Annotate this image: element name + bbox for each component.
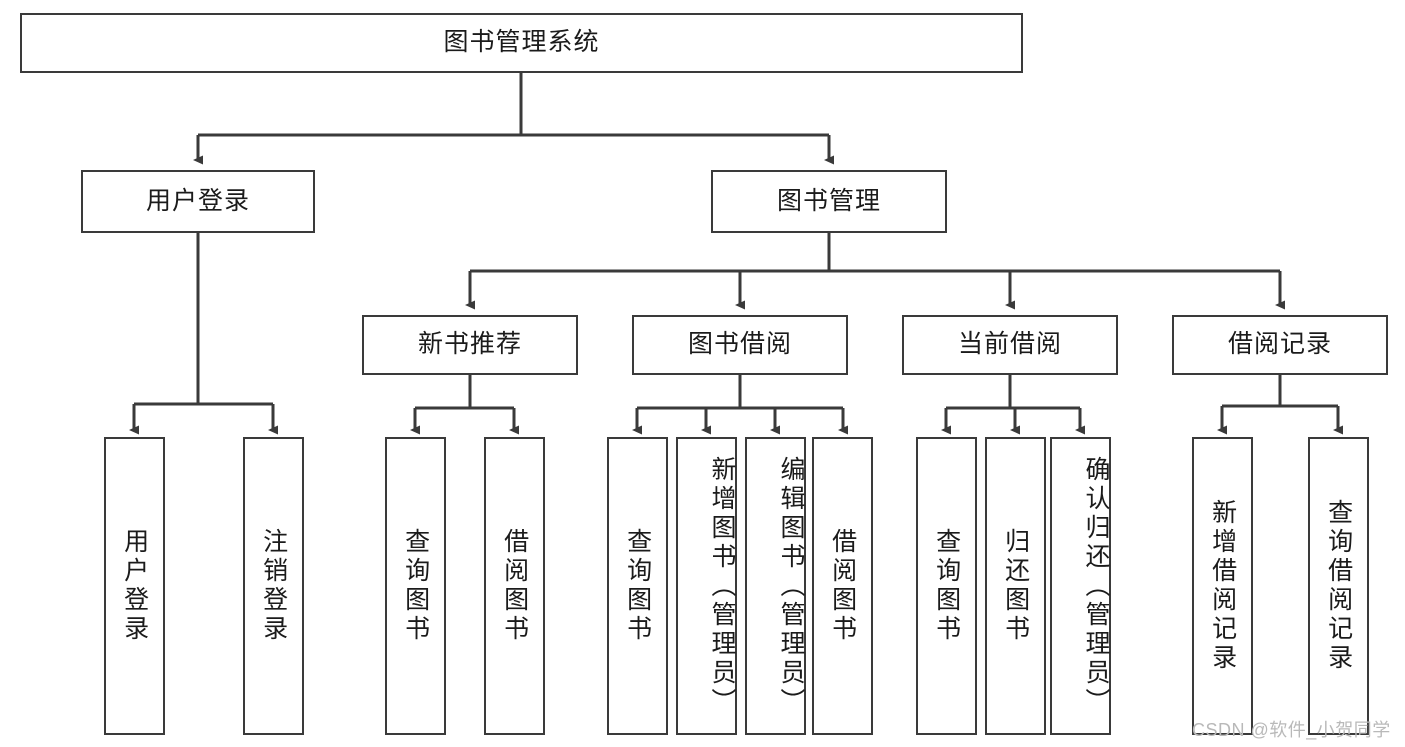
node-borrow-record[interactable]: 借阅记录 [1172,315,1388,375]
node-label: 图书借阅 [687,330,792,359]
node-user-login[interactable]: 用户登录 [81,170,315,233]
node-book-management[interactable]: 图书管理 [711,170,947,233]
node-new-book-recommend[interactable]: 新书推荐 [362,315,578,375]
node-label: 新增图书（管理员） [708,455,736,717]
node-book-borrow[interactable]: 图书借阅 [632,315,848,375]
leaf-user-login-signout[interactable]: 注销登录 [243,437,304,735]
leaf-new-book-borrow-book[interactable]: 借阅图书 [484,437,545,735]
leaf-user-login-signin[interactable]: 用户登录 [104,437,165,735]
node-label: 查询借阅记录 [1324,499,1353,673]
node-label: 确认归还（管理员） [1082,455,1110,717]
node-label: 借阅图书 [500,528,529,644]
node-label: 新书推荐 [417,330,522,359]
leaf-borrow-record-query-record[interactable]: 查询借阅记录 [1308,437,1369,735]
node-label: 查询图书 [623,528,652,644]
leaf-current-borrow-query-book[interactable]: 查询图书 [916,437,977,735]
leaf-book-borrow-borrow-book[interactable]: 借阅图书 [812,437,873,735]
leaf-current-borrow-return-book[interactable]: 归还图书 [985,437,1046,735]
node-label: 图书管理 [776,186,881,215]
node-label: 用户登录 [145,186,250,215]
csdn-watermark: CSDN @软件_小贺同学 [1192,716,1391,742]
leaf-borrow-record-add-record[interactable]: 新增借阅记录 [1192,437,1253,735]
node-label: 查询图书 [401,528,430,644]
node-label: 图书管理系统 [443,28,600,57]
node-current-borrow[interactable]: 当前借阅 [902,315,1118,375]
node-label: 借阅图书 [828,528,857,644]
node-label: 编辑图书（管理员） [777,455,805,717]
leaf-book-borrow-edit-book-admin[interactable]: 编辑图书（管理员） [745,437,806,735]
node-label: 当前借阅 [957,330,1062,359]
watermark-text: CSDN @软件_小贺同学 [1192,720,1391,740]
node-label: 查询图书 [932,528,961,644]
node-label: 借阅记录 [1227,330,1332,359]
node-label: 新增借阅记录 [1208,499,1237,673]
leaf-new-book-query-book[interactable]: 查询图书 [385,437,446,735]
node-label: 注销登录 [259,528,288,644]
leaf-current-borrow-confirm-return-admin[interactable]: 确认归还（管理员） [1050,437,1111,735]
node-root-book-management-system[interactable]: 图书管理系统 [20,13,1023,73]
leaf-book-borrow-query-book[interactable]: 查询图书 [607,437,668,735]
leaf-book-borrow-add-book-admin[interactable]: 新增图书（管理员） [676,437,737,735]
node-label: 归还图书 [1001,528,1030,644]
node-label: 用户登录 [120,528,149,644]
